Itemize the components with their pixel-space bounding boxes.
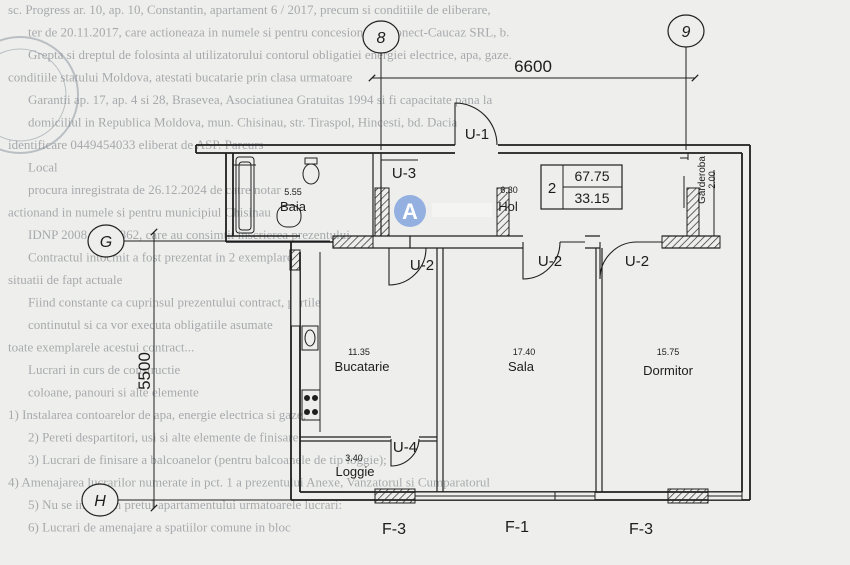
background-text-line: situatii de fapt actuale xyxy=(8,272,123,287)
room-name-dormitor: Dormitor xyxy=(643,363,694,378)
dimension-depth xyxy=(118,228,330,512)
background-text-line: procura inregistrata de 26.12.2024 de ca… xyxy=(28,182,281,197)
room-area-sala: 17.40 xyxy=(513,347,536,357)
background-text-line: IDNP 2008... 185862, care au consimtit i… xyxy=(28,227,350,242)
summary-living-area: 33.15 xyxy=(574,190,609,206)
background-text-line: continutul si ca vor executa obligatiile… xyxy=(28,317,273,332)
background-text-line: coloane, panouri si alte elemente xyxy=(28,385,199,400)
summary-rooms: 2 xyxy=(548,180,556,197)
background-text-line: actionand in numele si pentru municipiul… xyxy=(8,205,271,220)
dimension-width-label: 6600 xyxy=(514,57,552,76)
bath-fixtures xyxy=(233,156,320,234)
room-area-baia: 5.55 xyxy=(284,187,302,197)
door-label-u1: U-1 xyxy=(465,126,489,143)
stamp-seal xyxy=(0,36,79,154)
room-area-garderoba: 2.00 xyxy=(707,171,717,189)
axis-bubble-8: 8 xyxy=(362,20,400,54)
axis-bubble-9: 9 xyxy=(667,14,705,48)
room-area-dormitor: 15.75 xyxy=(657,347,680,357)
room-area-hol: 6.30 xyxy=(500,185,518,195)
summary-total-area: 67.75 xyxy=(574,168,609,184)
door-label-u2-kitchen: U-2 xyxy=(410,257,434,274)
background-text-line: Lucrari in curs de constructie xyxy=(28,362,181,377)
axis-label-H: H xyxy=(94,493,106,510)
room-name-baia: Baia xyxy=(280,199,307,214)
background-text-line: Grepta si dreptul de folosinta al utiliz… xyxy=(28,47,512,62)
background-text-line: domiciliul in Republica Moldova, mun. Ch… xyxy=(28,115,458,130)
room-name-loggie: Loggie xyxy=(335,464,374,479)
windows-openings xyxy=(290,269,743,501)
door-label-u4: U-4 xyxy=(393,439,417,456)
background-contract-text: sc. Progress ar. 10, ap. 10, Constantin,… xyxy=(8,2,512,535)
background-text-line: conditiile statului Moldova, atestati bu… xyxy=(8,70,353,85)
watermark-logo: A xyxy=(394,195,492,227)
room-area-bucatarie: 11.35 xyxy=(348,347,370,357)
background-text-line: ter de 20.11.2017, care actioneaza in nu… xyxy=(28,25,509,40)
background-text-line: 2) Pereti despartitori, usi si alte elem… xyxy=(28,430,302,445)
room-name-sala: Sala xyxy=(508,359,535,374)
door-label-u3: U-3 xyxy=(392,165,416,182)
door-swings xyxy=(381,102,662,467)
background-text-line: Fiind constante ca cuprinsul prezentului… xyxy=(28,295,321,310)
background-text-line: identificare 0449454033 eliberat de ASP.… xyxy=(8,137,264,152)
axis-bubble-G: G xyxy=(87,224,125,258)
kitchen-fixtures xyxy=(301,252,321,432)
window-label-f3-left: F-3 xyxy=(382,521,406,538)
background-text-line: 6) Lucrari de amenajare a spatiilor comu… xyxy=(28,520,291,535)
background-text-line: Contractul intocmit a fost prezentat in … xyxy=(28,250,293,265)
room-name-bucatarie: Bucatarie xyxy=(335,359,390,374)
background-text-line: 1) Instalarea contoarelor de apa, energi… xyxy=(8,407,306,422)
axis-bubble-H: H xyxy=(81,483,119,517)
dimension-depth-label: 5500 xyxy=(135,352,154,390)
watermark-letter: A xyxy=(402,199,418,224)
background-text-line: toate exemplarele acestui contract... xyxy=(8,340,194,355)
axis-label-9: 9 xyxy=(682,24,691,41)
axis-label-G: G xyxy=(100,234,112,251)
background-text-line: 3) Lucrari de finisare a balcoanelor (pe… xyxy=(28,452,387,467)
dimension-width xyxy=(368,47,699,150)
background-text-line: Local xyxy=(28,160,58,175)
window-label-f1: F-1 xyxy=(505,519,529,536)
axis-label-8: 8 xyxy=(377,30,386,47)
door-label-u2-dormitor: U-2 xyxy=(625,253,649,270)
room-name-hol: Hol xyxy=(498,199,518,214)
window-label-f3-right: F-3 xyxy=(629,521,653,538)
background-text-line: Garantii ap. 17, ap. 4 si 28, Brasevea, … xyxy=(28,92,492,107)
background-text-line: 4) Amenajarea lucrarilor numerate in pct… xyxy=(8,475,490,490)
door-label-u2-sala: U-2 xyxy=(538,253,562,270)
background-text-line: sc. Progress ar. 10, ap. 10, Constantin,… xyxy=(8,2,491,17)
room-name-garderoba: Garderoba xyxy=(697,156,708,204)
room-area-loggie: 3.40 xyxy=(345,453,363,463)
